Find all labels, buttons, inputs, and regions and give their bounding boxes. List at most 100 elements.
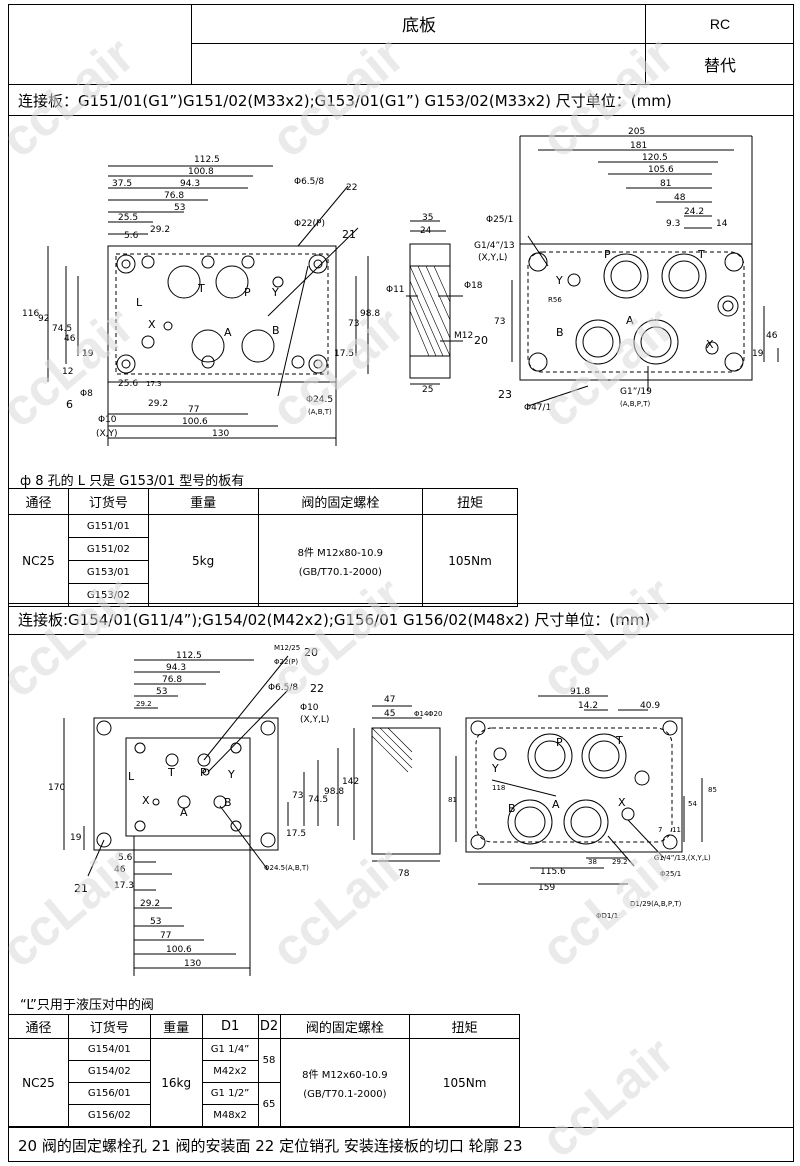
s2-bolt-line1: 8件 M12x60-10.9 — [302, 1069, 388, 1081]
s1-mid-m12: M12 — [454, 331, 473, 341]
s2-phi22p: Φ22(P) — [274, 658, 298, 666]
s2-phi6-5-8: Φ6.5/8 — [268, 683, 298, 693]
s1-dim-12: 12 — [62, 367, 73, 377]
s1-r-abpt: (A,B,P,T) — [620, 400, 650, 408]
s1-r-port-b: B — [556, 326, 564, 339]
s1-dim-94-3: 94.3 — [180, 179, 200, 189]
s1-r-9-3: 9.3 — [666, 219, 680, 229]
s1-dim-29-2: 29.2 — [150, 225, 170, 235]
s1-th-weight: 重量 — [147, 488, 259, 515]
s1-r-205: 205 — [628, 127, 645, 137]
s1-r-105-6: 105.6 — [648, 165, 674, 175]
s2-46: 46 — [114, 865, 126, 875]
s2-port-l: L — [128, 770, 135, 783]
s2-r-118: 118 — [492, 784, 505, 792]
section2-table: 通径 订货号 重量 D1 D2 阀的固定螺栓 扭矩 NC25 G154/01 1… — [8, 1014, 520, 1127]
s2-17-3: 17.3 — [114, 881, 134, 891]
s2-r-phid1: ΦD1/1 — [596, 912, 618, 920]
s1-dim-17-5: 17.5 — [334, 349, 354, 359]
s1-mid-35: 35 — [422, 213, 433, 223]
s2-callout-20: 20 — [304, 646, 318, 659]
s1-r-120-5: 120.5 — [642, 153, 668, 163]
s2-mid-45: 45 — [384, 709, 395, 719]
s2-d1-2: M42x2 — [201, 1060, 259, 1083]
s2-order-3: G156/01 — [67, 1082, 151, 1105]
s2-th-bolt: 阀的固定螺栓 — [279, 1014, 411, 1039]
s1-order-1: G151/01 — [67, 514, 149, 538]
s2-cell-weight: 16kg — [149, 1038, 203, 1127]
section1-note: ф 8 孔的 L 只是 G153/01 型号的板有 — [20, 474, 245, 489]
s2-callout-21: 21 — [74, 882, 88, 895]
title-block-side: RC 替代 — [646, 4, 794, 84]
section2-drawing: M12/25 Φ22(P) 20 112.5 94.3 76.8 53 29.2… — [48, 644, 717, 976]
s1-order-3: G153/01 — [67, 560, 149, 584]
s2-r-port-a: A — [552, 798, 560, 811]
s1-dim-98-8: 98.8 — [360, 309, 380, 319]
s2-170: 170 — [48, 783, 65, 793]
s2-cell-bolt: 8件 M12x60-10.9 (GB/T70.1-2000) — [279, 1038, 411, 1127]
s2-r-40-9: 40.9 — [640, 701, 660, 711]
s1-mid-phi18: Φ18 — [464, 281, 483, 291]
s2-r-port-y: Y — [491, 762, 499, 775]
s2-r-91-8: 91.8 — [570, 687, 590, 697]
s1-r-xyl: (X,Y,L) — [478, 253, 507, 263]
s2-74-5: 74.5 — [308, 795, 328, 805]
s2-bolt-line2: (GB/T70.1-2000) — [303, 1088, 387, 1100]
s2-order-1: G154/01 — [67, 1038, 151, 1061]
s1-dim-76-8: 76.8 — [164, 191, 184, 201]
s1-callout-6: 6 — [66, 398, 73, 411]
s2-r-7: 7 — [658, 826, 662, 834]
s2-r-g14: G1/4”/13,(X,Y,L) — [654, 854, 711, 862]
s1-dim-25-5: 25.5 — [118, 213, 138, 223]
s2-5-6: 5.6 — [118, 853, 133, 863]
s2-th-torque: 扭矩 — [409, 1014, 520, 1039]
s2-port-a: A — [180, 806, 188, 819]
s1-th-bolt: 阀的固定螺栓 — [257, 488, 424, 515]
s2-r-81: 81 — [448, 796, 457, 804]
s1-dim-17-3: 17.3 — [146, 380, 162, 388]
s2-m12-25: M12/25 — [274, 644, 300, 652]
s1-dim-25-6: 25.6 — [118, 379, 138, 389]
s1-dim-74-5: 74.5 — [52, 324, 72, 334]
s1-r-port-p: P — [604, 248, 611, 261]
s2-29-2: 29.2 — [136, 700, 152, 708]
s1-dim-112-5: 112.5 — [194, 155, 220, 165]
s1-mid-24: 24 — [420, 226, 432, 236]
s1-dim-phi8: Φ8 — [80, 389, 93, 399]
s2-r-port-p: P — [556, 736, 563, 749]
s1-dim-77: 77 — [188, 405, 199, 415]
s2-cell-torque: 105Nm — [409, 1038, 520, 1127]
s1-port-b: B — [272, 324, 280, 337]
s1-r-port-a: A — [626, 314, 634, 327]
s1-dim-phi24-5: Φ24.5 — [306, 395, 333, 405]
s2-mid-phi20: Φ20 — [428, 710, 442, 718]
s1-r-23: 23 — [498, 388, 512, 401]
section1-heading: 连接板：G151/01(G1”)G151/02(M33x2);G153/01(G… — [8, 84, 794, 116]
s2-r-d1-29: D1/29(A,B,P,T) — [630, 900, 682, 908]
s2-r-14-2: 14.2 — [578, 701, 598, 711]
s1-r-port-y: Y — [555, 274, 563, 287]
s1-r-r56: R56 — [548, 296, 562, 304]
s1-r-24-2: 24.2 — [684, 207, 704, 217]
s2-r-port-t: T — [615, 734, 623, 747]
s1-dim-29-2b: 29.2 — [148, 399, 168, 409]
s1-th-size: 通径 — [8, 488, 69, 515]
s1-dim-phi22p: Φ22(P) — [294, 219, 325, 229]
s1-cell-weight: 5kg — [147, 514, 259, 607]
s1-r-14: 14 — [716, 219, 728, 229]
s1-port-y: Y — [271, 286, 279, 299]
s1-bolt-line1: 8件 M12x80-10.9 — [297, 547, 384, 559]
section2-heading: 连接板:G154/01(G11/4”);G154/02(M42x2);G156/… — [8, 603, 794, 635]
s2-19: 19 — [70, 833, 82, 843]
doc-replace: 替代 — [703, 56, 736, 75]
s2-port-y: Y — [227, 768, 235, 781]
s1-r-port-x: X — [706, 338, 714, 351]
s1-th-torque: 扭矩 — [422, 488, 518, 515]
s2-r-port-x: X — [618, 796, 626, 809]
footer-legend: 20 阀的固定螺栓孔 21 阀的安装面 22 定位销孔 安装连接板的切口 轮廓 … — [8, 1127, 794, 1162]
s1-dim-73: 73 — [348, 319, 359, 329]
s1-dim-abt: (A,B,T) — [308, 408, 332, 416]
s1-port-l: L — [136, 296, 143, 309]
s2-xyl: (X,Y,L) — [300, 715, 329, 725]
s1-r-46: 46 — [766, 331, 778, 341]
